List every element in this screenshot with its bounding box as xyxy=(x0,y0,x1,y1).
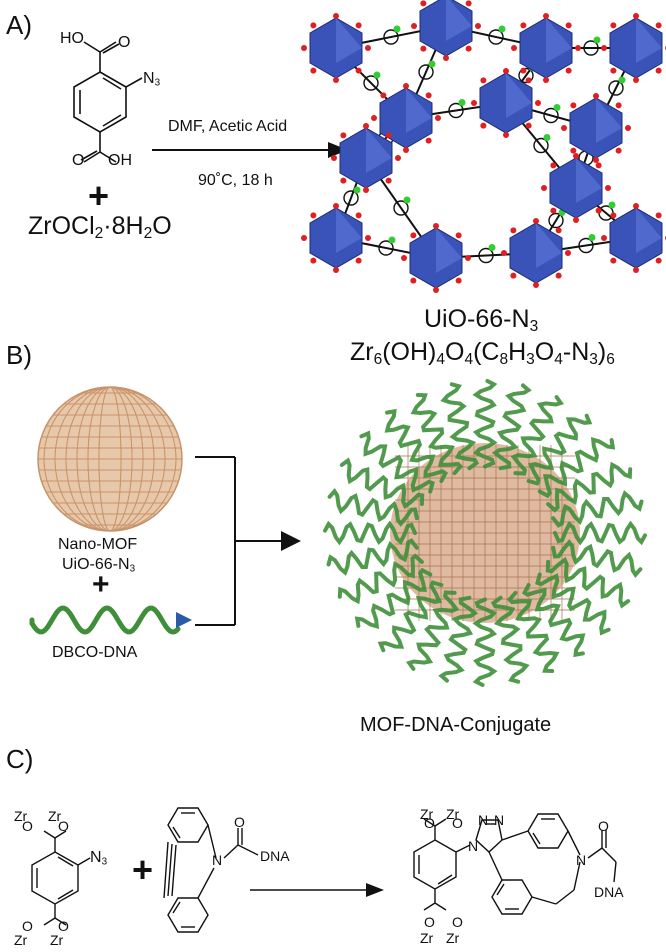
panel-b-label: B) xyxy=(6,340,32,370)
product-o-bottom-right: O xyxy=(452,914,463,930)
mof-dna-conjugate-image xyxy=(323,379,647,687)
linker-oh-label: OH xyxy=(108,152,132,169)
product-o-top-left: O xyxy=(424,815,435,831)
product-formula: Zr6(OH)4O4(C8H3O4-N3)6 xyxy=(350,338,615,368)
reaction-arrow-a xyxy=(152,142,348,158)
azide-n3: N3 xyxy=(90,849,108,868)
o-bottom-right: O xyxy=(58,918,69,934)
product-zr-top-right: Zr xyxy=(446,806,460,822)
product-o-top-right: O xyxy=(452,815,463,831)
mof-mesh xyxy=(38,386,182,532)
triazole-n-2: N xyxy=(478,812,489,828)
triazole-n-3: N xyxy=(494,812,505,828)
nano-mof-sphere-image xyxy=(37,386,183,532)
mof-dna-conjugate-label: MOF-DNA-Conjugate xyxy=(360,714,552,736)
nano-mof-label: Nano-MOF xyxy=(58,536,138,553)
linker-o-bottom-label: O xyxy=(72,152,85,169)
linker-o-top-label: O xyxy=(118,34,131,51)
zr-oxo-clusters xyxy=(301,0,666,293)
nano-mof-formula: UiO-66-N3 xyxy=(62,556,136,575)
zr-bound-azido-linker-structure xyxy=(31,830,91,926)
panel-a-plus: + xyxy=(88,175,110,216)
linker-azide-label: N3 xyxy=(143,70,161,89)
product-o-bottom-left: O xyxy=(424,914,435,930)
zr-bottom-right: Zr xyxy=(50,932,64,948)
panel-c-plus: + xyxy=(132,849,154,890)
product-zr-bottom-left: Zr xyxy=(420,930,434,946)
product-amide-n: N xyxy=(576,852,587,868)
reaction-conditions-solvent: DMF, Acetic Acid xyxy=(168,118,288,135)
panel-b-plus: + xyxy=(92,568,110,601)
panel-a-label: A) xyxy=(6,10,32,40)
conjugation-arrow-b xyxy=(195,456,301,626)
zirconium-salt-formula: ZrOCl2·8H2O xyxy=(28,212,172,242)
panel-c-label: C) xyxy=(6,744,34,774)
o-bottom-left: O xyxy=(22,918,33,934)
dbco-carbonyl-o: O xyxy=(234,814,245,830)
dbco-n-atom: N xyxy=(212,852,223,868)
product-dna-text: DNA xyxy=(594,884,624,900)
dna-strands xyxy=(323,379,647,687)
product-name-uio-66-n3: UiO-66-N3 xyxy=(424,305,539,335)
azido-terephthalic-acid-structure xyxy=(73,41,143,163)
o-top-left: O xyxy=(22,818,33,834)
zr-bottom-left: Zr xyxy=(14,932,28,948)
zr-top-right: Zr xyxy=(48,808,62,824)
reaction-arrow-c xyxy=(250,883,384,897)
product-carbonyl-o: O xyxy=(598,818,609,834)
dbco-dna-structure xyxy=(163,807,259,933)
dbco-dna-helix-image xyxy=(29,605,192,635)
zr-top-left: Zr xyxy=(14,808,28,824)
reaction-conditions-temperature: 90˚C, 18 h xyxy=(198,172,273,189)
linker-ho-label: HO xyxy=(60,30,84,47)
dbco-dna-label: DBCO-DNA xyxy=(52,644,138,661)
o-top-right: O xyxy=(58,818,69,834)
uio-66-crystal-structure-image xyxy=(301,0,666,293)
product-zr-top-left: Zr xyxy=(420,806,434,822)
triazole-n-1: N xyxy=(468,838,479,854)
product-zr-bottom-right: Zr xyxy=(446,930,460,946)
dbco-dna-text: DNA xyxy=(260,848,290,864)
triazole-product-structure xyxy=(413,813,617,915)
